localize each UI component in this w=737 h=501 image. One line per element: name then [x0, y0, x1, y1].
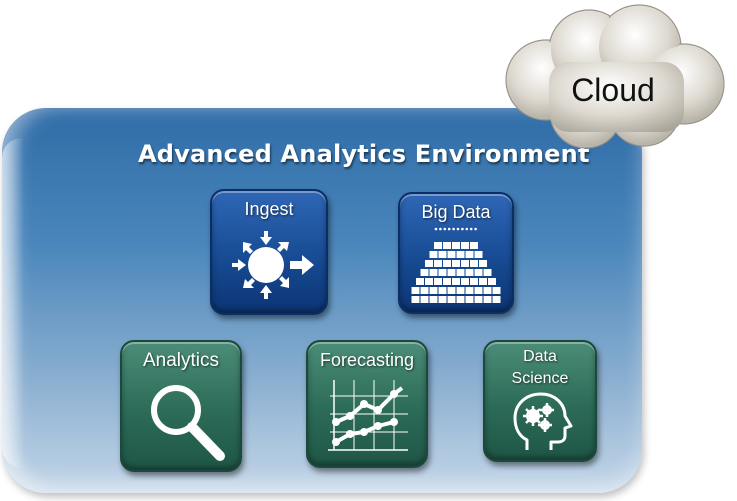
pyramid-block [470, 278, 478, 285]
pyramid-block [447, 251, 456, 258]
pyramid-block [456, 296, 465, 303]
pyramid-block [434, 242, 442, 249]
analytics-label: Analytics [142, 350, 220, 371]
pyramid-block [434, 260, 442, 267]
pyramid-block [438, 296, 447, 303]
pyramid-block [483, 269, 492, 276]
data-science-tile[interactable]: Data Science [483, 340, 597, 462]
head-gears-icon [513, 392, 573, 450]
pyramid-block [474, 287, 483, 294]
pyramid-dot [461, 227, 464, 231]
pyramid-block [429, 251, 438, 258]
pyramid-block [465, 269, 474, 276]
pyramid-dot [434, 227, 438, 231]
pyramid-dot [447, 227, 451, 231]
pyramid-block [443, 278, 451, 285]
pyramid-block [447, 296, 456, 303]
pyramid-block [456, 287, 465, 294]
ingest-icon [232, 231, 314, 299]
pyramid-dot [452, 227, 455, 231]
pyramid-block [456, 251, 465, 258]
pyramid-block [443, 242, 451, 249]
pyramid-block [461, 260, 469, 267]
pyramid-block [438, 287, 447, 294]
big-data-label: Big Data [421, 202, 491, 222]
pyramid-block [452, 242, 460, 249]
pyramid-block [479, 278, 487, 285]
pyramid-block [447, 287, 456, 294]
pyramid-block [420, 296, 429, 303]
pyramid-block [456, 269, 465, 276]
pyramid-block [461, 278, 469, 285]
pyramid-block [483, 287, 492, 294]
forecasting-label: Forecasting [319, 350, 415, 370]
pyramid-block [438, 251, 447, 258]
pyramid-dot [474, 227, 477, 231]
pyramid-dot [443, 227, 447, 231]
pyramid-dot [469, 227, 473, 231]
pyramid-block [492, 296, 501, 303]
ingest-tile[interactable]: Ingest [210, 189, 328, 315]
cloud-icon [505, 4, 725, 149]
pyramid-dot [456, 227, 460, 231]
pyramid-block [434, 278, 442, 285]
pyramid-block [479, 260, 487, 267]
pyramid-icon [411, 227, 501, 303]
pyramid-block [438, 269, 447, 276]
pyramid-block [416, 278, 424, 285]
pyramid-block [452, 278, 460, 285]
pyramid-block [411, 287, 420, 294]
cloud-label: Cloud [571, 72, 655, 108]
analytics-tile[interactable]: Analytics [120, 340, 242, 472]
pyramid-block [465, 296, 474, 303]
pyramid-block [429, 287, 438, 294]
pyramid-block [411, 296, 420, 303]
pyramid-block [483, 296, 492, 303]
magnifier-icon [151, 385, 225, 461]
pyramid-block [425, 260, 433, 267]
pyramid-block [420, 287, 429, 294]
pyramid-dot [465, 227, 469, 231]
pyramid-block [470, 242, 478, 249]
pyramid-block [461, 242, 469, 249]
pyramid-block [447, 269, 456, 276]
pyramid-block [470, 260, 478, 267]
pyramid-block [425, 278, 433, 285]
pyramid-block [474, 296, 483, 303]
pyramid-block [465, 251, 474, 258]
pyramid-block [474, 269, 483, 276]
pyramid-block [429, 296, 438, 303]
pyramid-block [420, 269, 429, 276]
pyramid-block [452, 260, 460, 267]
pyramid-block [429, 269, 438, 276]
forecasting-tile[interactable]: Forecasting [306, 340, 428, 468]
data-science-label-line1: Data [523, 348, 557, 365]
ingest-label: Ingest [244, 199, 294, 219]
data-science-label-line2: Science [511, 370, 569, 387]
pyramid-block [474, 251, 483, 258]
pyramid-block [488, 278, 496, 285]
pyramid-block [492, 287, 501, 294]
line-chart-icon [328, 380, 408, 451]
pyramid-block [465, 287, 474, 294]
pyramid-dot [439, 227, 442, 231]
panel-title: Advanced Analytics Environment [138, 140, 590, 168]
big-data-tile[interactable]: Big Data [398, 192, 514, 314]
pyramid-block [443, 260, 451, 267]
